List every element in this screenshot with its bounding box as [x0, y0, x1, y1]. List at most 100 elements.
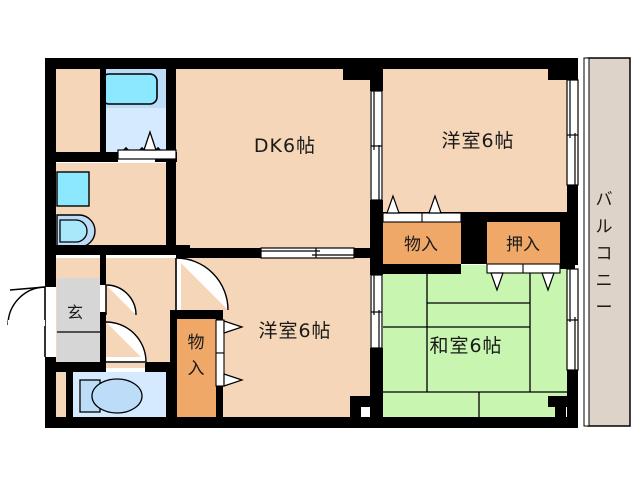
- closet-label-upper-right: 物入: [404, 235, 438, 255]
- balcony-floor: [587, 57, 631, 427]
- bath-entry[interactable]: [117, 129, 177, 160]
- wall-washroom-bottom: [45, 245, 190, 255]
- tatami-mat-lines: [383, 265, 575, 418]
- corridor-door[interactable]: [175, 257, 229, 311]
- wall-closets-right: [560, 212, 575, 268]
- closet-ll-threshold-a: [215, 319, 225, 354]
- vanity-mirror: [56, 171, 90, 207]
- closet-label-lower-left: 物入: [188, 333, 205, 379]
- washbasin: [59, 219, 88, 243]
- wall-storage-bottom: [45, 152, 106, 162]
- window-track-1: [566, 79, 579, 186]
- balcony-char-0: バ: [596, 190, 615, 210]
- wall-mid-v-2: [370, 200, 383, 275]
- entrance-door-leaf: [9, 286, 46, 291]
- wall-top-notch-4: [548, 69, 578, 80]
- toilet-door[interactable]: [105, 321, 147, 363]
- wall-outer-left: [45, 58, 56, 428]
- corridor-door-swing: [175, 257, 229, 311]
- wall-closet-ur-bottom: [383, 264, 461, 274]
- entrance-jamb-top: [45, 282, 56, 287]
- corridor-door-opening: [176, 258, 181, 310]
- wall-closet-ll-right-b: [216, 378, 223, 418]
- wall-dk-lower-left: [176, 248, 261, 258]
- oshiire-marker-2: [541, 272, 555, 292]
- wall-bath-bottom-l: [106, 152, 118, 162]
- closet-ll-marker-2: [223, 373, 244, 387]
- upper-left-storage-floor: [55, 68, 100, 154]
- closet-ll-char-1: 入: [188, 359, 205, 379]
- entrance-jamb-bottom: [45, 357, 56, 362]
- wall-outer-top: [45, 58, 578, 69]
- dk-lower-sliding[interactable]: [260, 247, 355, 259]
- closet-lower-left-doors[interactable]: [215, 319, 244, 387]
- toilet-door-opening: [106, 357, 146, 363]
- closet-ur-marker-1: [386, 194, 400, 214]
- wall-between-closets: [461, 212, 487, 264]
- closet-ll-threshold-b: [215, 352, 225, 387]
- balcony-char-3: ニ: [596, 271, 615, 291]
- wall-bottom-notch-2: [350, 396, 375, 407]
- bath-door[interactable]: [117, 146, 167, 158]
- balcony-label: バ ル コ ニ ー: [596, 190, 615, 318]
- closet-ll-marker-1: [223, 320, 244, 334]
- wall-toilet-top-m: [76, 362, 106, 372]
- closet-ll-char-0: 物: [188, 333, 205, 353]
- wall-outer-bottom: [45, 417, 578, 428]
- room-label-genkan: 玄: [67, 303, 83, 322]
- oshiire: [487, 222, 560, 264]
- entrance-door[interactable]: [7, 282, 56, 362]
- bathtub: [101, 73, 158, 105]
- balcony-char-1: ル: [596, 217, 615, 237]
- wall-closet-ll-left: [170, 318, 177, 418]
- balcony-area: バ ル コ ニ ー: [583, 57, 631, 427]
- bath-folding-door: [117, 146, 167, 158]
- genkan-door-opening: [100, 285, 106, 312]
- balcony-char-4: ー: [596, 298, 615, 318]
- wall-closet-ll-top: [170, 310, 222, 319]
- room-label-tatami: 和室6帖: [429, 335, 502, 357]
- toilet-door-swing: [105, 321, 147, 363]
- oshiire-doors[interactable]: [486, 263, 561, 292]
- bath-threshold: [117, 149, 177, 160]
- wall-bath-left: [100, 58, 106, 154]
- bath-door-marker: [143, 129, 157, 151]
- wall-genkan-right-b: [100, 312, 106, 368]
- wall-mid-v-1: [370, 69, 383, 91]
- wall-mid-v-3: [370, 348, 383, 418]
- toilet-bowl: [91, 378, 143, 414]
- wall-toilet-top-r: [145, 362, 176, 372]
- room-divider-sliding[interactable]: [370, 274, 383, 349]
- sliding-track-h1: [260, 247, 355, 259]
- genkan-floor: [57, 278, 102, 368]
- wall-toilet-left: [66, 368, 73, 420]
- closet-ur-marker-2: [428, 194, 442, 214]
- balcony-window-upper[interactable]: [566, 79, 579, 186]
- closet-upper-right-doors[interactable]: [382, 194, 462, 223]
- balcony-char-2: コ: [596, 244, 615, 264]
- room-label-lower: 洋室6帖: [258, 320, 331, 342]
- room-label-upper-right: 洋室6帖: [441, 130, 514, 152]
- wall-top-notch-2: [343, 69, 383, 80]
- wall-kitchen-left: [166, 58, 176, 162]
- wall-kitchen-left2: [166, 162, 176, 250]
- entrance-threshold: [8, 320, 45, 326]
- balcony-window-lower[interactable]: [566, 268, 579, 371]
- wall-toilet-top-l: [45, 362, 76, 372]
- dk-upper-sliding[interactable]: [370, 90, 383, 201]
- genkan-door-swing: [105, 284, 137, 316]
- walls: [45, 58, 578, 428]
- balcony-rail: [583, 57, 590, 427]
- upper-right-room-floor: [383, 68, 575, 212]
- room-label-dk: DK6帖: [254, 135, 316, 157]
- wall-dk-lower-right: [354, 248, 380, 258]
- oshiire-marker-1: [490, 272, 504, 292]
- genkan-hall-door[interactable]: [100, 284, 137, 316]
- wall-bottom-notch-4: [555, 396, 566, 422]
- dk-floor-notch: [176, 68, 343, 80]
- closet-upper-right: [383, 222, 461, 264]
- wall-genkan-right-a: [100, 255, 106, 285]
- closet-lower-left: [176, 318, 216, 418]
